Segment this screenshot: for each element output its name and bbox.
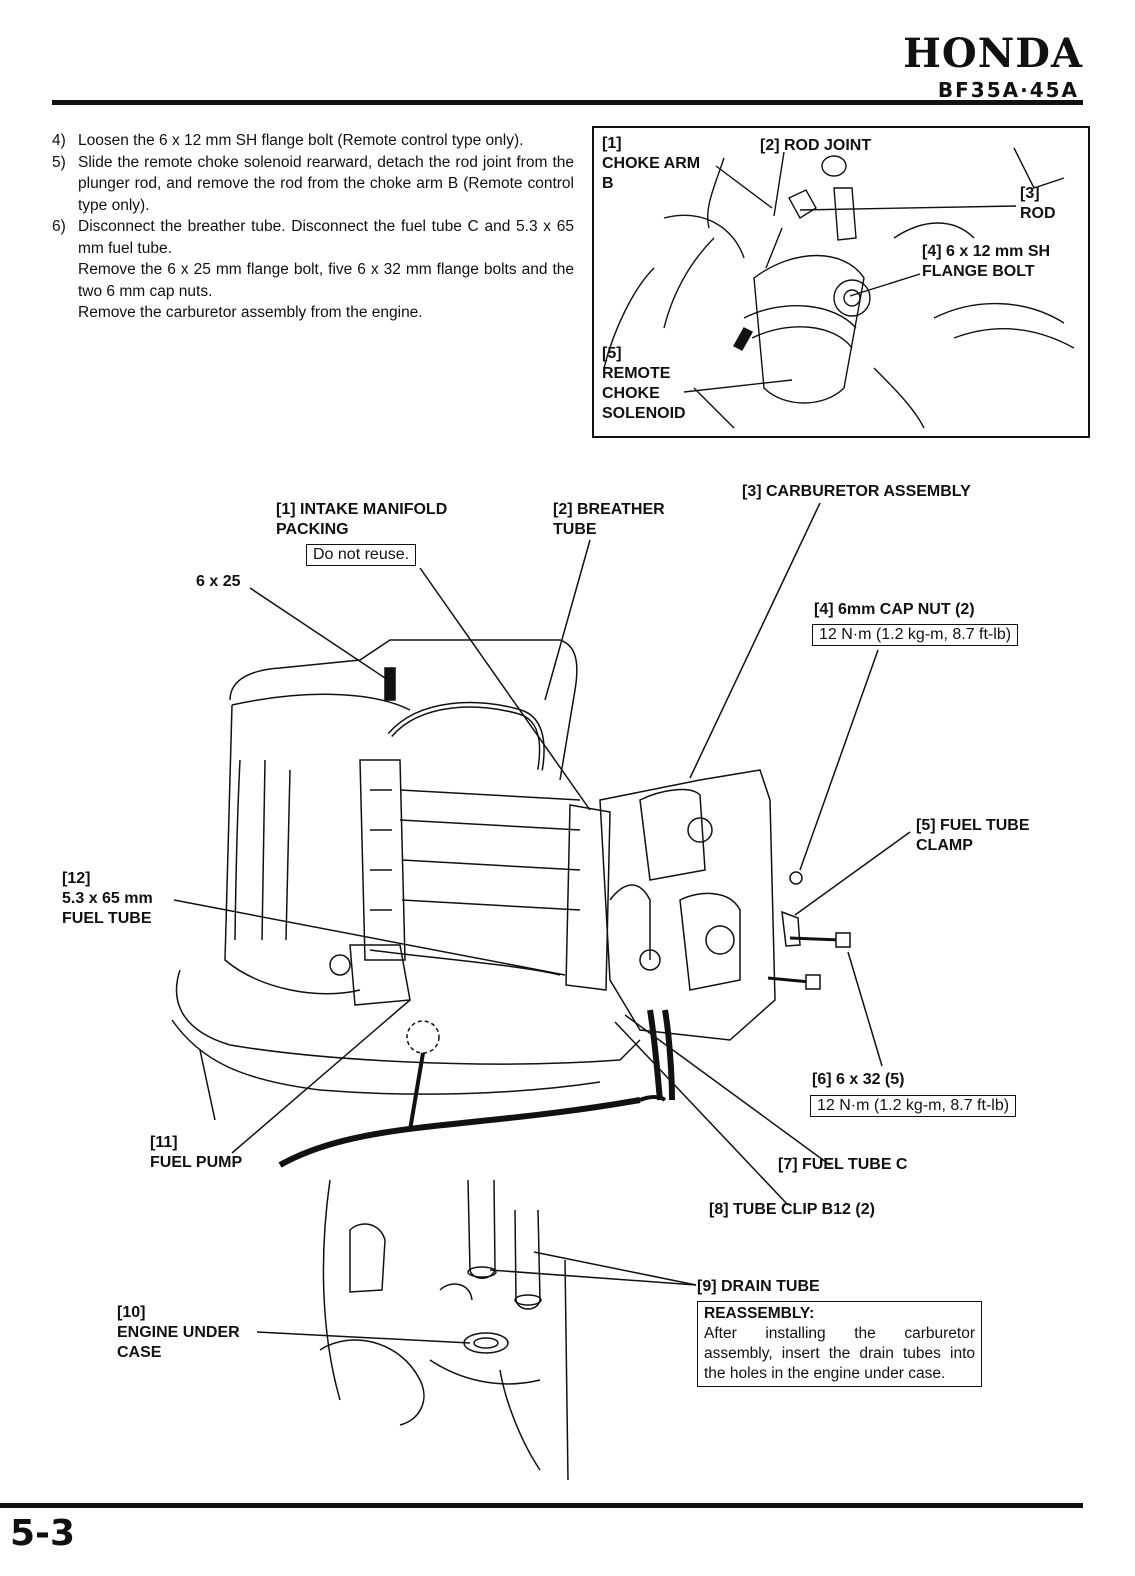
brand-logo: HONDA [903, 30, 1083, 77]
label-6x25: 6 x 25 [196, 573, 241, 590]
label-sh-flange-bolt: [4] 6 x 12 mm SH FLANGE BOLT [922, 243, 1051, 280]
label-drain-tube: [9] DRAIN TUBE [697, 1278, 820, 1295]
step-number: 4) [52, 132, 66, 149]
label-breather-tube: [2] BREATHER TUBE [553, 501, 665, 538]
header-rule [52, 100, 1083, 105]
step-4: 4) Loosen the 6 x 12 mm SH flange bolt (… [52, 130, 574, 152]
label-engine-under-case: [10] ENGINE UNDER CASE [117, 1304, 240, 1361]
note-title: REASSEMBLY: [704, 1305, 815, 1322]
label-fuel-pump: [11] FUEL PUMP [150, 1134, 243, 1171]
step-number: 6) [52, 218, 66, 235]
choke-inset-drawing [603, 147, 1075, 429]
6x32-torque-box: 12 N·m (1.2 kg-m, 8.7 ft-lb) [810, 1095, 1017, 1117]
label-fuel-tube-c: [7] FUEL TUBE C [778, 1156, 908, 1173]
step-5: 5) Slide the remote choke solenoid rearw… [52, 152, 574, 217]
label-remote-choke-solenoid: [5] REMOTE CHOKE SOLENOID [602, 345, 686, 422]
reassembly-note: REASSEMBLY: After installing the carbure… [697, 1301, 982, 1387]
step-text: Loosen the 6 x 12 mm SH flange bolt (Rem… [78, 132, 524, 149]
label-rod: [3] ROD [1020, 185, 1056, 222]
procedure-steps: 4) Loosen the 6 x 12 mm SH flange bolt (… [52, 130, 574, 324]
step-number: 5) [52, 153, 66, 171]
label-intake-manifold-packing: [1] INTAKE MANIFOLD PACKING [276, 501, 448, 538]
step-6: 6) Disconnect the breather tube. Disconn… [52, 216, 574, 324]
label-carburetor-assembly: [3] CARBURETOR ASSEMBLY [742, 483, 971, 500]
footer-rule [0, 1503, 1083, 1508]
step-text: Remove the 6 x 25 mm flange bolt, five 6… [78, 261, 574, 300]
step-text: Disconnect the breather tube. Disconnect… [78, 218, 574, 257]
label-choke-arm-b: [1] CHOKE ARM B [602, 135, 701, 192]
label-6x32-bolts: [6] 6 x 32 (5) [812, 1071, 905, 1088]
label-rod-joint: [2] ROD JOINT [760, 137, 872, 154]
label-tube-clip: [8] TUBE CLIP B12 (2) [709, 1201, 875, 1218]
do-not-reuse-box: Do not reuse. [306, 544, 417, 566]
cap-nut-torque-box: 12 N·m (1.2 kg-m, 8.7 ft-lb) [812, 624, 1019, 646]
choke-inset-figure: [1] CHOKE ARM B [2] ROD JOINT [3] ROD [4… [592, 126, 1090, 438]
label-fuel-tube-clamp: [5] FUEL TUBE CLAMP [916, 817, 1030, 854]
model-name: BF35A·45A [937, 78, 1079, 102]
step-text: Remove the carburetor assembly from the … [78, 304, 423, 321]
label-cap-nut: [4] 6mm CAP NUT (2) [814, 601, 975, 618]
page-number: 5-3 [10, 1513, 76, 1554]
label-5-3x65-fuel-tube: [12] 5.3 x 65 mm FUEL TUBE [62, 870, 153, 927]
note-text: After installing the carburetor assembly… [704, 1325, 975, 1382]
step-text: Slide the remote choke solenoid rearward… [78, 153, 574, 214]
